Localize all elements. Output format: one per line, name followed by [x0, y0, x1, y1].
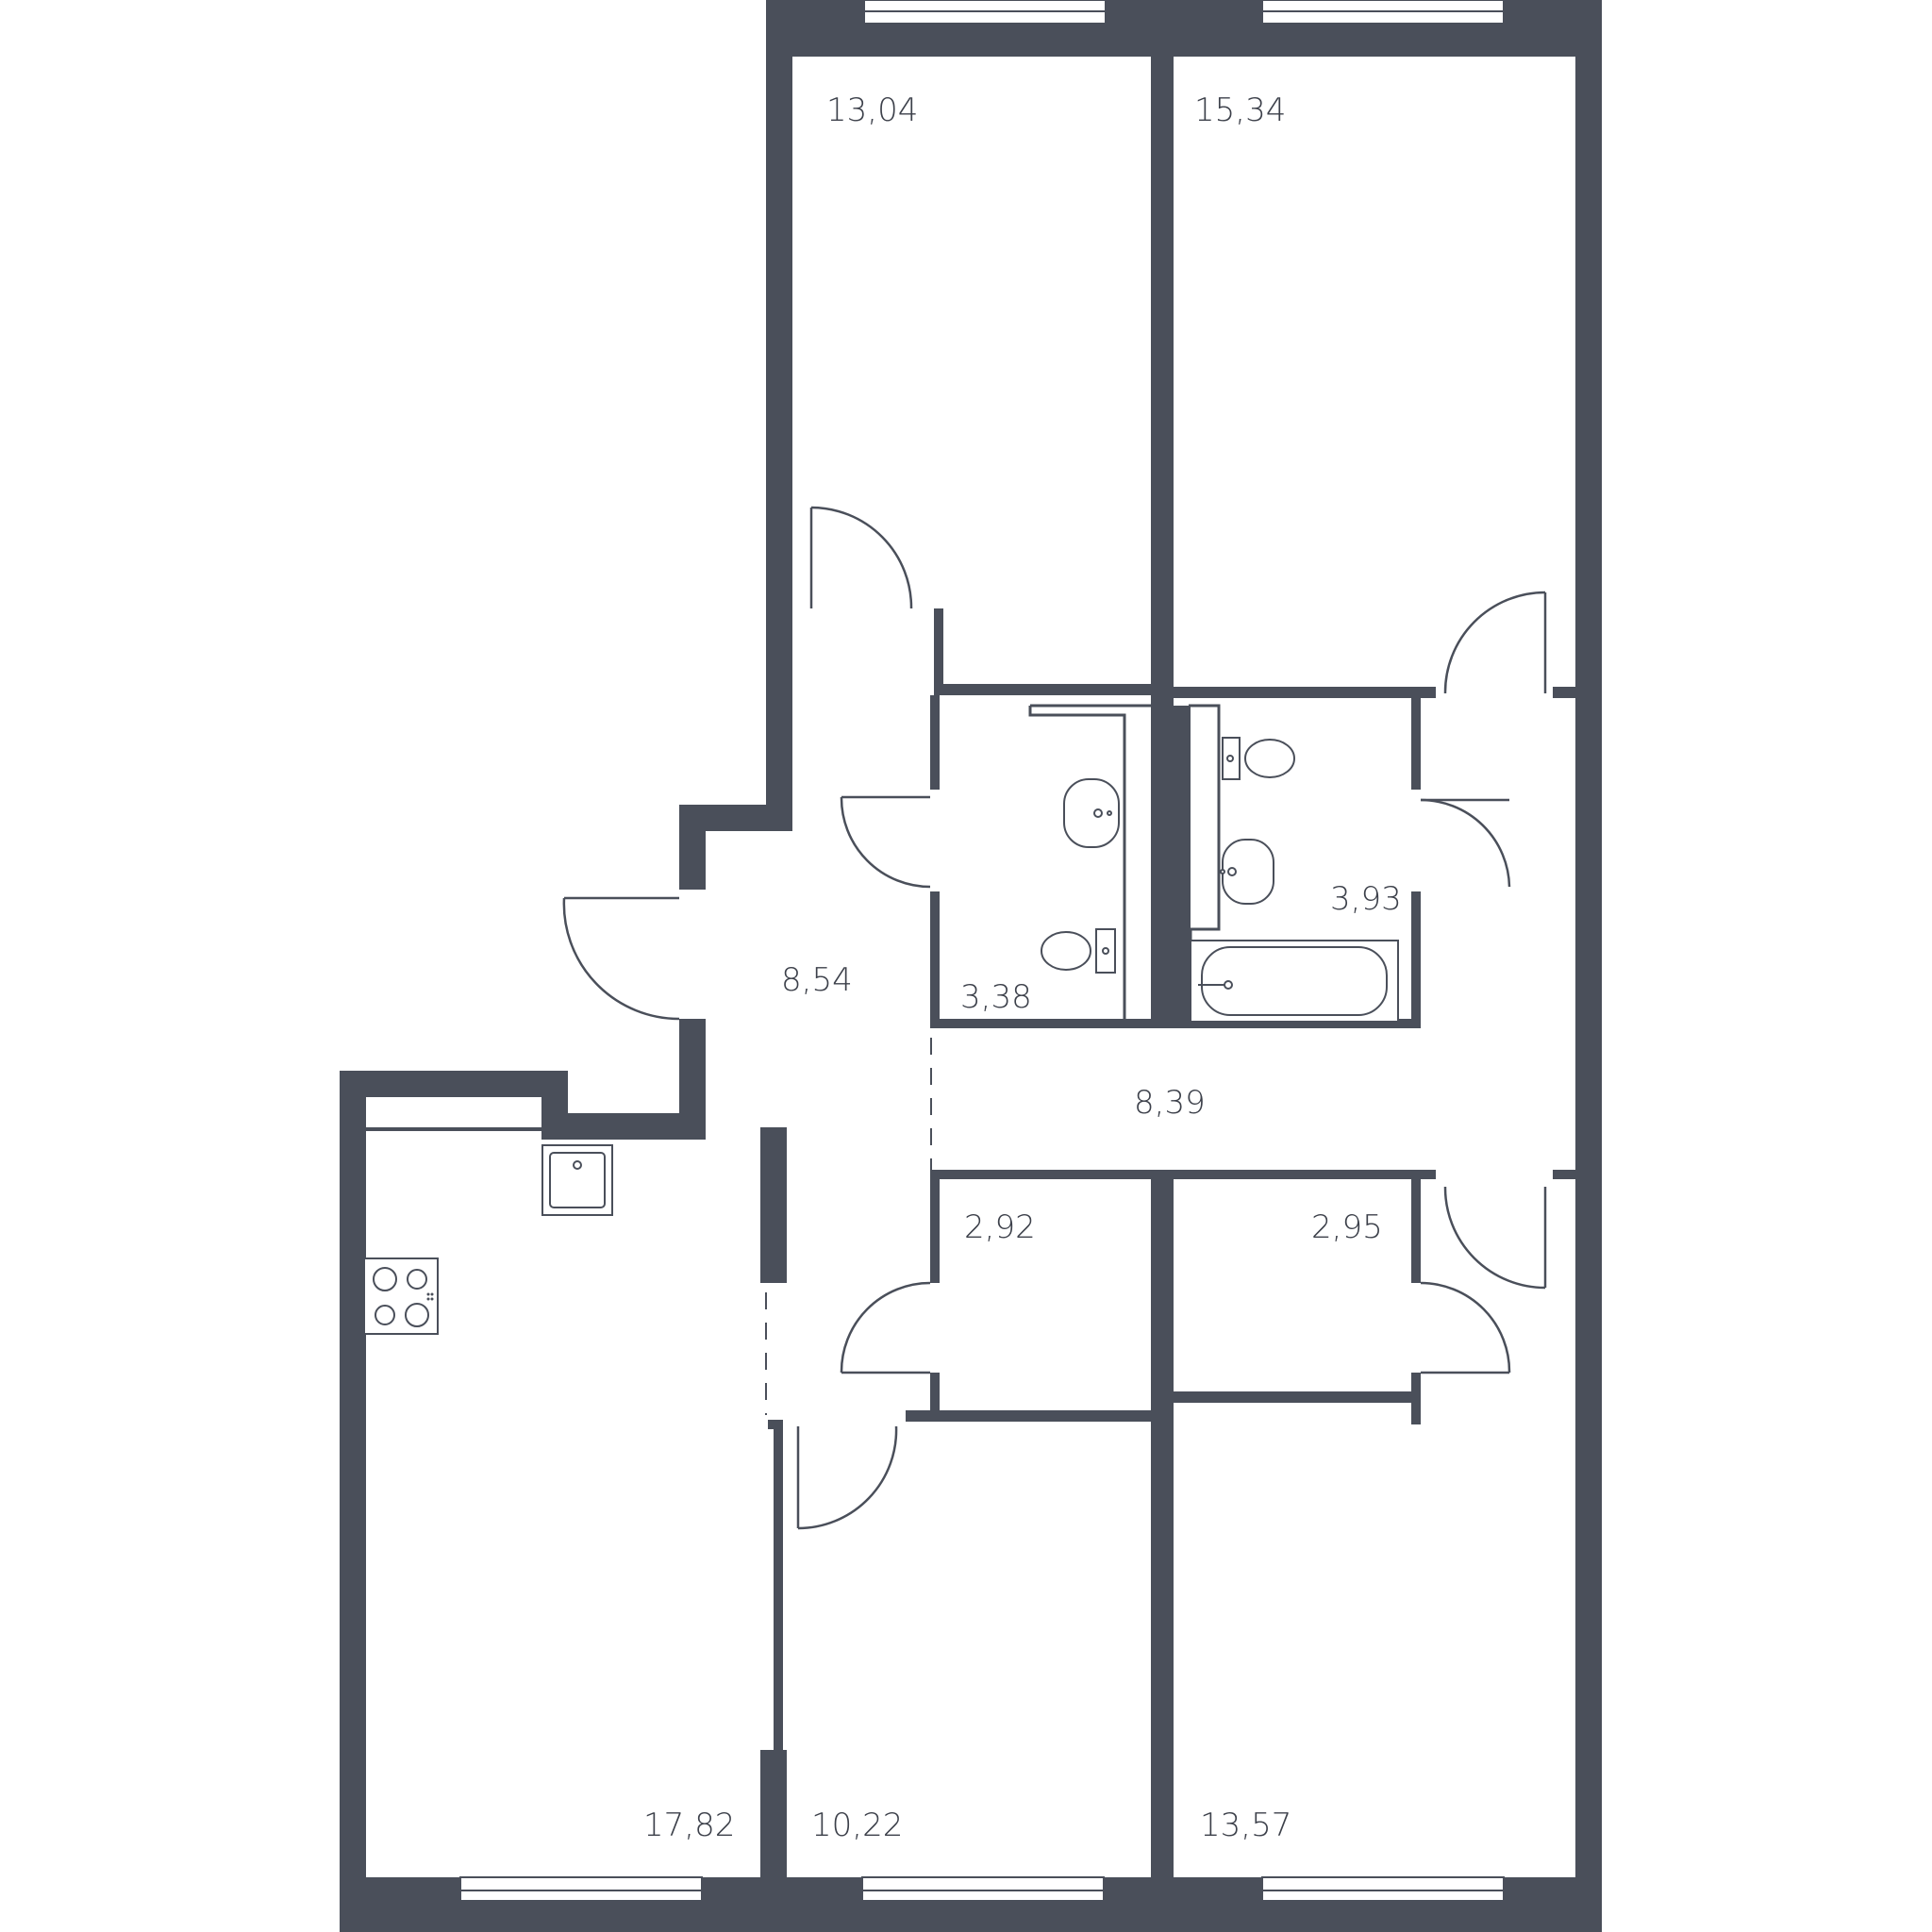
sink-icon [1220, 839, 1274, 905]
door-icon[interactable] [840, 795, 931, 889]
door-icon[interactable] [562, 896, 680, 1021]
toilet-icon [1041, 928, 1116, 974]
door-icon[interactable] [809, 506, 913, 609]
interior-walls [366, 57, 1575, 1915]
exterior-walls [340, 0, 1602, 1932]
room-area-label: 17,82 [643, 1807, 735, 1844]
room-area-label: 10,22 [811, 1807, 903, 1844]
stove-icon [363, 1257, 439, 1335]
bathtub-icon [1190, 940, 1399, 1023]
window-icon [1261, 1876, 1505, 1902]
room-area-label: 8,39 [1134, 1084, 1206, 1122]
window-icon [861, 1876, 1105, 1902]
door-icon[interactable] [1420, 798, 1511, 888]
room-area-label: 13,04 [826, 92, 918, 129]
kitchen-sink-icon [541, 1144, 613, 1216]
door-icon[interactable] [1420, 1281, 1511, 1374]
room-area-label: 13,57 [1200, 1807, 1291, 1844]
window-icon [863, 0, 1107, 25]
room-area-label: 3,93 [1330, 880, 1402, 918]
opening-dashes [765, 1038, 932, 1415]
door-icon[interactable] [1443, 591, 1547, 694]
door-icon[interactable] [796, 1425, 898, 1530]
door-icon[interactable] [1443, 1186, 1547, 1290]
window-icon [1261, 0, 1505, 25]
sink-icon [1063, 778, 1120, 848]
toilet-icon [1222, 737, 1295, 780]
door-icon[interactable] [840, 1281, 931, 1374]
room-area-label: 3,38 [960, 978, 1032, 1016]
room-area-label: 2,95 [1311, 1208, 1383, 1246]
window-icon [459, 1876, 703, 1902]
room-area-label: 8,54 [781, 961, 853, 999]
room-area-label: 15,34 [1194, 92, 1286, 129]
room-area-label: 2,92 [964, 1208, 1036, 1246]
